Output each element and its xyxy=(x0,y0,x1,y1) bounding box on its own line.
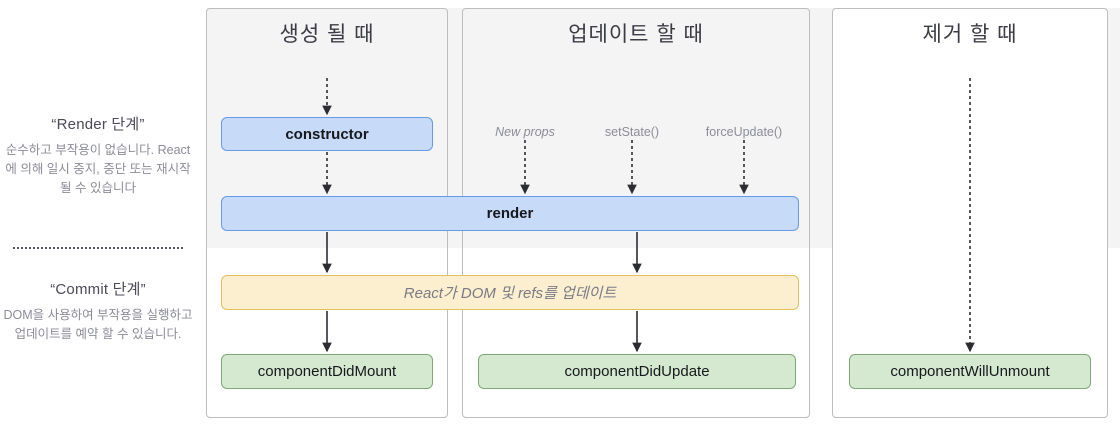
legend-render-title: “Render 단계” xyxy=(51,116,145,133)
column-title-unmount: 제거 할 때 xyxy=(922,23,1018,46)
trigger-new-props: New props xyxy=(495,125,555,139)
phase-divider xyxy=(13,247,183,249)
box-render[interactable]: render xyxy=(221,196,799,231)
legend-commit-body: DOM을 사용하여 부작용을 실행하고 업데이트를 예약 할 수 있습니다. xyxy=(3,308,193,341)
legend-render-phase: “Render 단계” 순수하고 부작용이 없습니다. React에 의해 일시… xyxy=(0,113,196,198)
legend-render-body: 순수하고 부작용이 없습니다. React에 의해 일시 중지, 중단 또는 재… xyxy=(5,143,191,195)
box-component-did-mount[interactable]: componentDidMount xyxy=(221,354,433,389)
trigger-force-update: forceUpdate() xyxy=(705,125,783,139)
trigger-set-state: setState() xyxy=(604,125,660,139)
box-component-did-update[interactable]: componentDidUpdate xyxy=(478,354,796,389)
box-constructor[interactable]: constructor xyxy=(221,117,433,151)
box-react-updates-dom-refs: React가 DOM 및 refs를 업데이트 xyxy=(221,275,799,310)
column-title-update: 업데이트 할 때 xyxy=(568,23,704,46)
column-title-mount: 생성 될 때 xyxy=(279,23,375,46)
box-component-will-unmount[interactable]: componentWillUnmount xyxy=(849,354,1091,389)
legend-commit-title: “Commit 단계” xyxy=(50,281,146,298)
legend-commit-phase: “Commit 단계” DOM을 사용하여 부작용을 실행하고 업데이트를 예약… xyxy=(0,278,196,344)
